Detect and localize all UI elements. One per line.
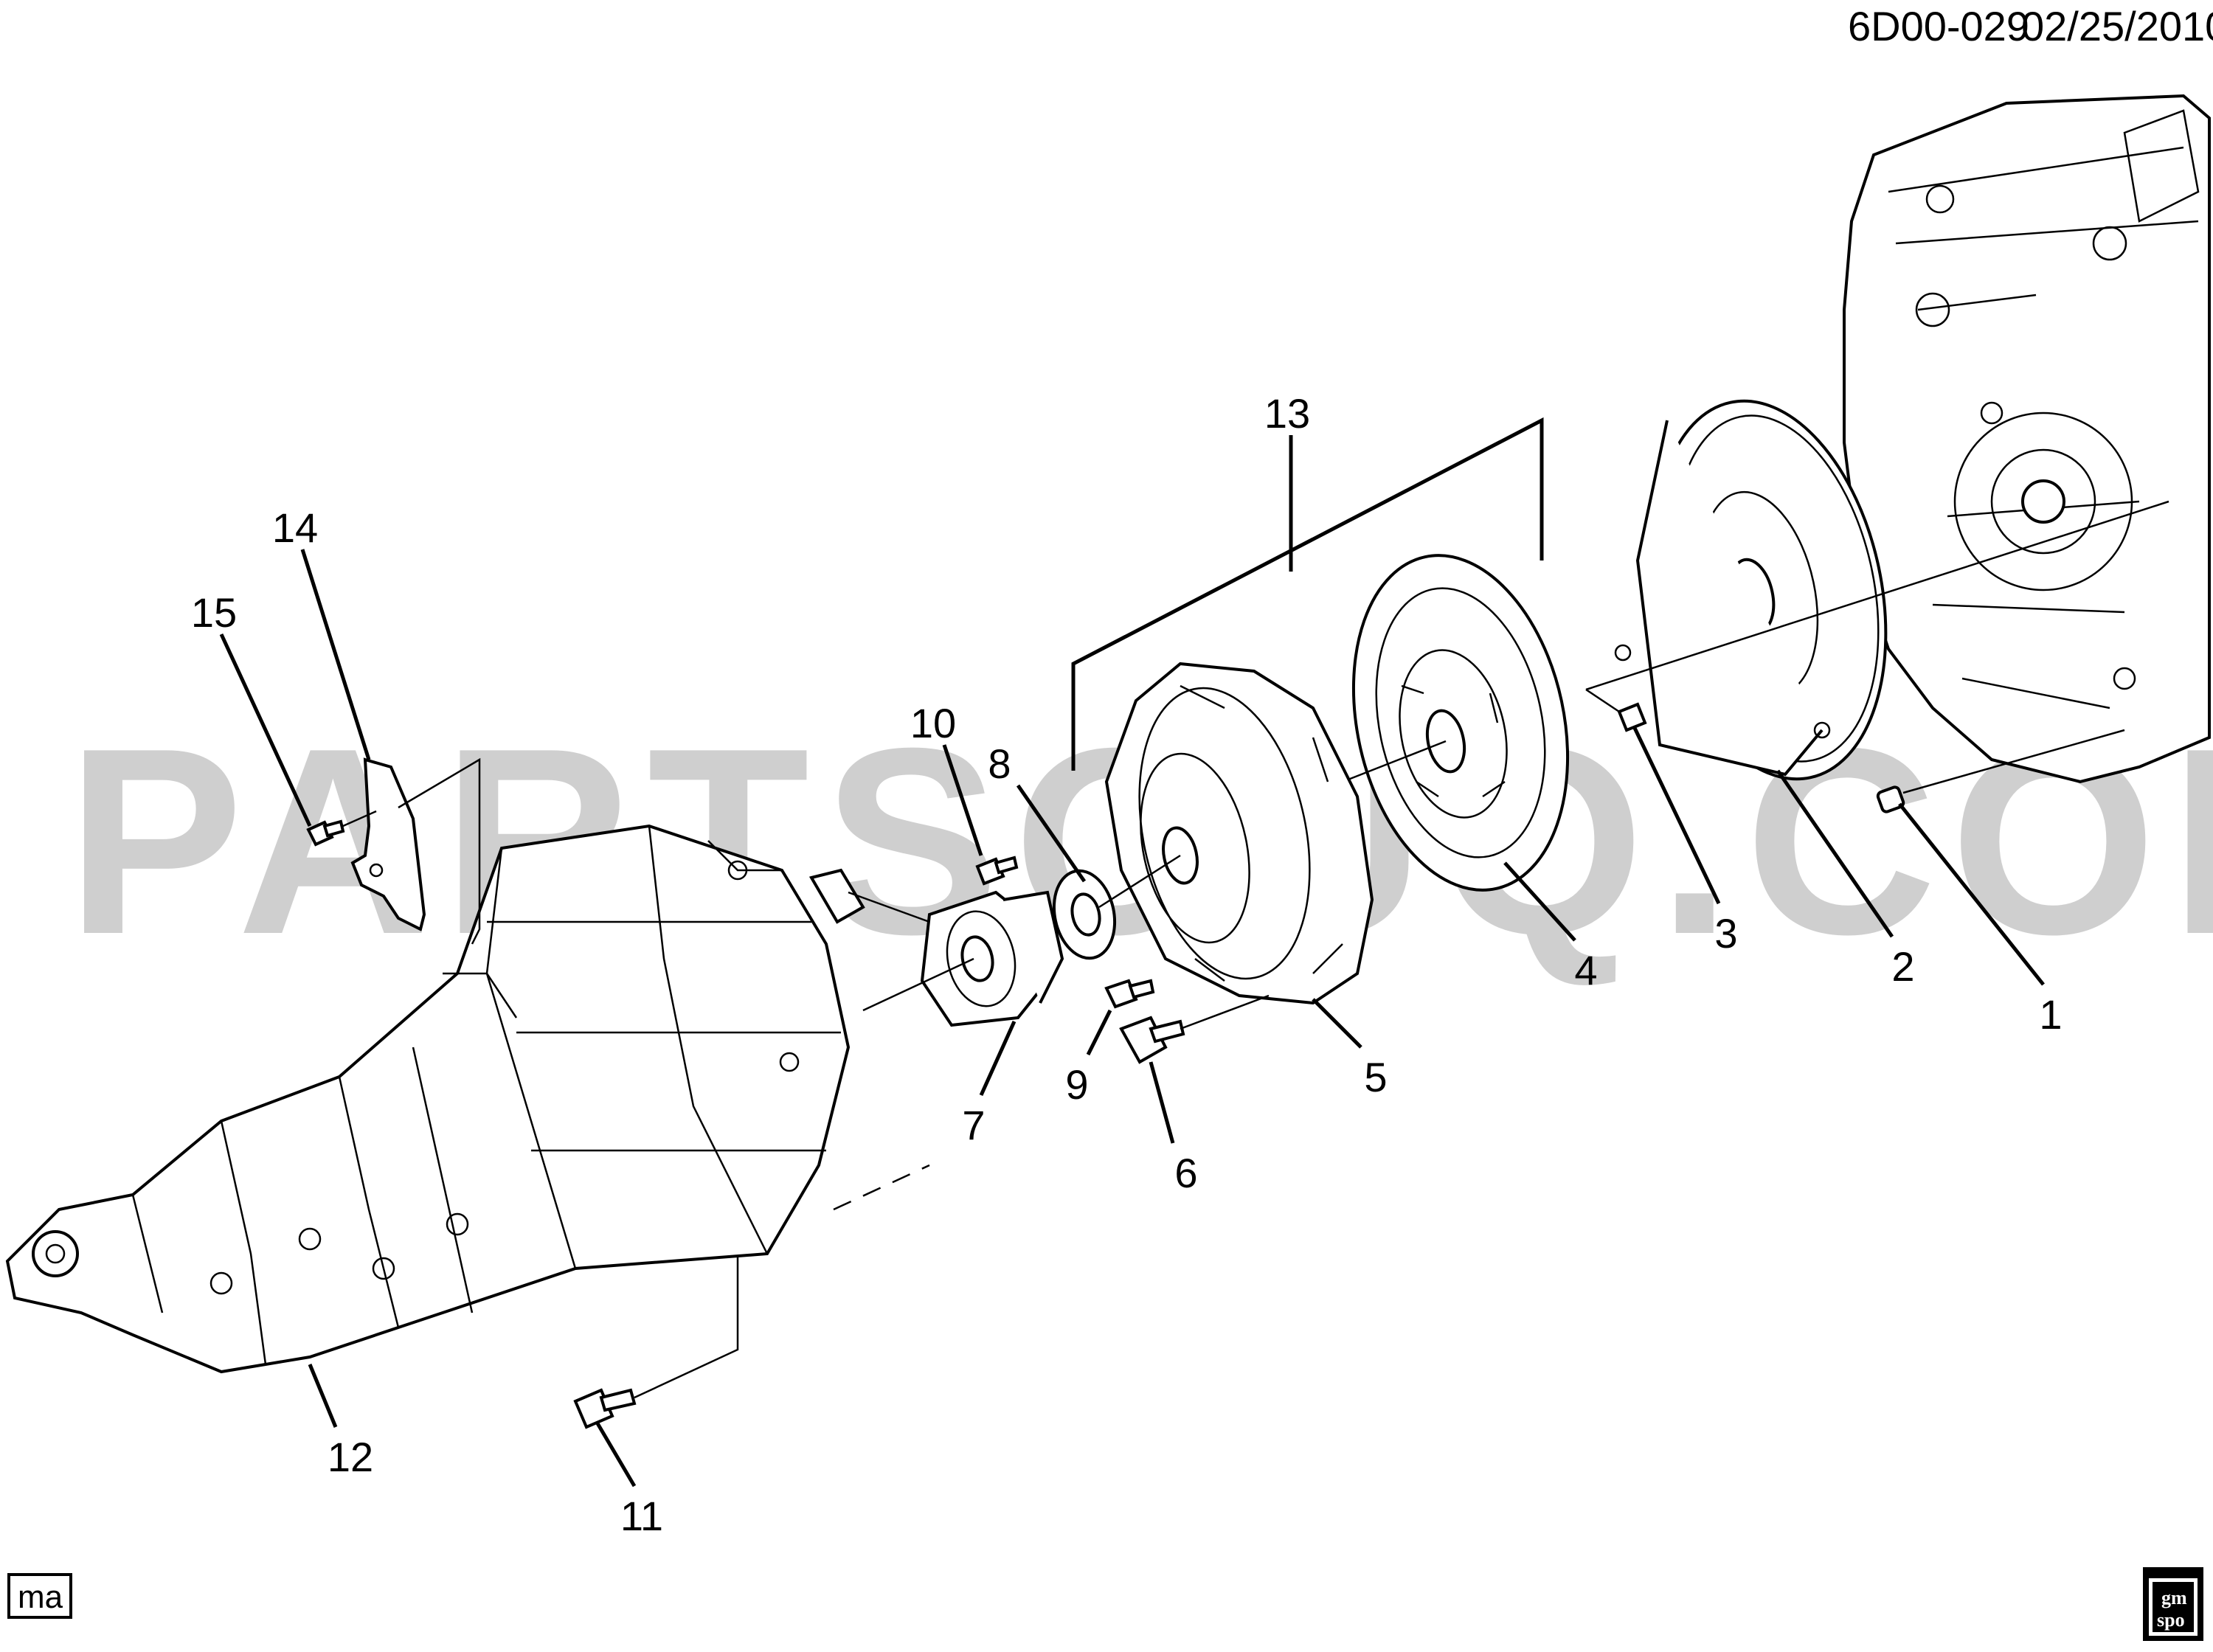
gm-spo-logo: gm spo	[2143, 1567, 2203, 1641]
callout-6: 6	[1174, 1150, 1197, 1196]
callout-labels: 1 2 3 4 5 6 7 8 9 10 11 12 13 14 15	[191, 390, 2063, 1539]
part-11-bolt	[573, 1254, 739, 1429]
part-6-pressure-plate-bolt	[1119, 994, 1270, 1064]
part-1-dowel	[1876, 729, 2125, 813]
leader-2	[1776, 769, 1894, 938]
callout-12: 12	[328, 1434, 373, 1480]
callout-2: 2	[1891, 943, 1914, 990]
leader-14	[300, 549, 371, 760]
callout-7: 7	[962, 1102, 985, 1148]
leader-6	[1149, 1061, 1175, 1144]
leader-8	[1016, 784, 1087, 883]
leader-3	[1632, 725, 1721, 905]
leader-9	[1086, 1009, 1112, 1056]
logo-text-spo: spo	[2157, 1609, 2185, 1631]
callout-5: 5	[1364, 1054, 1387, 1100]
part-8-release-bearing	[1052, 854, 1181, 960]
leader-11	[595, 1422, 637, 1488]
part-5-pressure-plate	[1104, 662, 1374, 1005]
callout-15: 15	[191, 589, 237, 636]
callout-13: 13	[1264, 390, 1310, 437]
callout-3: 3	[1714, 910, 1737, 957]
callout-9: 9	[1065, 1061, 1088, 1108]
leader-13-bracket	[1071, 417, 1544, 771]
part-3-flywheel-bolt	[1585, 688, 1647, 732]
footer-badge-text: ma	[18, 1579, 63, 1615]
logo-text-gm: gm	[2161, 1587, 2187, 1608]
part-9-bolt	[1104, 979, 1155, 1009]
leader-10	[942, 744, 983, 856]
callout-8: 8	[988, 740, 1011, 787]
callout-4: 4	[1574, 947, 1597, 993]
leader-7	[979, 1020, 1017, 1097]
figure-date: 02/25/2010	[2021, 3, 2213, 49]
leader-lines	[219, 417, 2045, 1488]
leader-4	[1503, 861, 1576, 942]
footer-badge: ma	[7, 1573, 72, 1619]
callout-14: 14	[272, 504, 318, 551]
leader-1	[1898, 802, 2045, 986]
leader-15	[219, 633, 312, 827]
leader-5	[1312, 998, 1362, 1049]
part-15-shield-bolt	[306, 810, 377, 847]
part-7-slave-cylinder	[808, 868, 1064, 1027]
engine-block	[1843, 94, 2211, 784]
callout-10: 10	[910, 700, 956, 746]
callout-1: 1	[2039, 991, 2062, 1038]
leader-12	[308, 1364, 338, 1428]
part-2-flywheel	[1585, 399, 2169, 781]
part-12-transmission	[5, 824, 930, 1374]
part-14-dust-shield	[350, 757, 481, 945]
figure-code: 6D00-029	[1848, 3, 2029, 49]
part-4-clutch-disc	[1342, 554, 1570, 892]
part-10-bolt	[975, 856, 1019, 886]
callout-11: 11	[620, 1493, 663, 1539]
